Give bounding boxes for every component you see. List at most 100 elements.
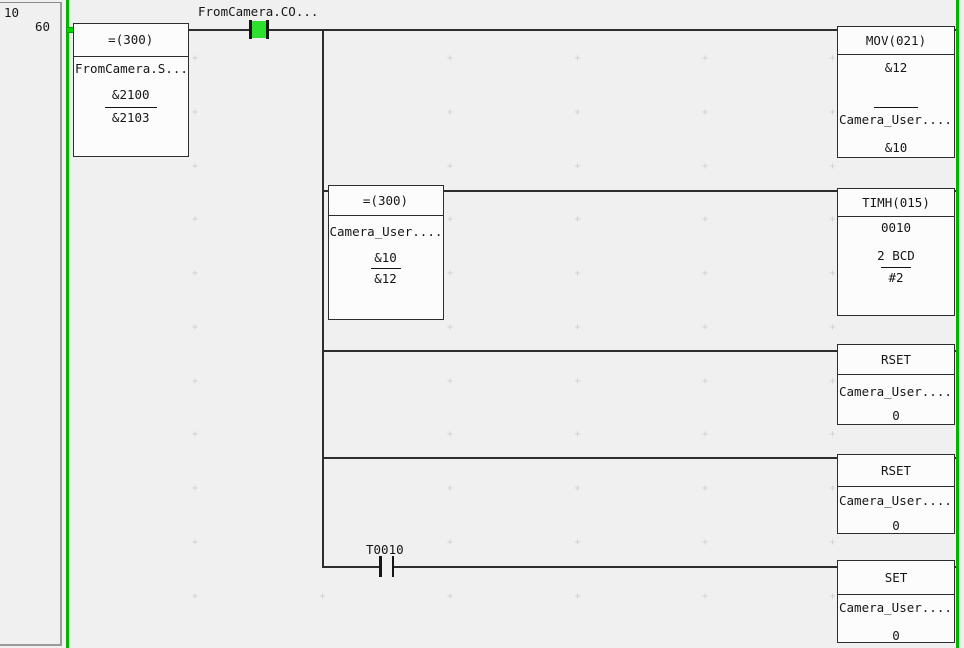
grid-dot: + — [574, 160, 581, 172]
grid-dot: + — [191, 160, 199, 172]
grid-dot: + — [701, 429, 709, 441]
grid-dot: + — [829, 53, 836, 64]
grid-dot: + — [829, 214, 836, 226]
grid-dot: + — [701, 268, 709, 279]
compare-block-1[interactable]: =(300) FromCamera.S... &2100 &2103 — [73, 23, 189, 157]
block-title-bar: RSET — [838, 345, 954, 375]
wire — [321, 565, 381, 568]
grid-dot: + — [829, 536, 836, 548]
grid-dot: + — [701, 214, 709, 226]
grid-dot: + — [829, 429, 836, 441]
timer-current-value: 2 BCD — [877, 248, 915, 263]
instruction-mnemonic: SET — [884, 570, 908, 585]
operand-symbol: Camera_User.... — [839, 493, 952, 508]
grid-dot: + — [701, 375, 709, 387]
left-bus-bar — [66, 0, 69, 648]
grid-dot: + — [701, 483, 709, 494]
block-title-bar: TIMH(015) — [838, 189, 954, 217]
value-divider — [370, 267, 401, 269]
grid-dot: + — [446, 375, 454, 387]
grid-dot: + — [191, 53, 199, 64]
right-bus-bar — [956, 0, 959, 648]
grid-dot: + — [574, 429, 581, 441]
mov-block[interactable]: MOV(021) &12 Camera_User.... &10 — [837, 26, 955, 158]
instruction-mnemonic: RSET — [880, 463, 912, 478]
contact-bar-left — [249, 20, 252, 39]
operand-bit: 0 — [892, 518, 900, 533]
operand-bit: 0 — [892, 628, 900, 643]
operand-symbol: Camera_User.... — [329, 223, 443, 239]
grid-dot: + — [574, 536, 581, 548]
timer-set-value: #2 — [888, 270, 904, 285]
instruction-mnemonic: TIMH(015) — [862, 194, 930, 210]
rset-block-1[interactable]: RSET Camera_User.... 0 — [837, 344, 955, 425]
rung-number: 10 — [4, 5, 20, 20]
step-number: 60 — [34, 19, 50, 34]
timer-number: 0010 — [880, 220, 912, 235]
operand-symbol: Camera_User.... — [839, 112, 952, 127]
set-block[interactable]: SET Camera_User.... 0 — [837, 560, 955, 643]
grid-dot: + — [829, 483, 836, 494]
operand-value: &10 — [884, 140, 908, 155]
wire — [267, 28, 838, 31]
contact-bar-right — [391, 556, 394, 577]
wire — [393, 565, 838, 568]
grid-dot: + — [191, 375, 199, 387]
grid-dot: + — [191, 268, 199, 279]
block-title-bar: =(300) — [74, 24, 188, 57]
grid-dot: + — [701, 53, 709, 64]
grid-dot: + — [574, 53, 581, 64]
grid-dot: + — [191, 590, 199, 602]
operand-symbol: Camera_User.... — [839, 600, 952, 615]
block-title-bar: SET — [838, 561, 954, 595]
grid-dot: + — [319, 590, 326, 602]
compare-block-2[interactable]: =(300) Camera_User.... &10 &12 — [327, 185, 444, 320]
grid-dot: + — [701, 106, 709, 118]
block-title-bar: =(300) — [328, 186, 443, 216]
operand-symbol: FromCamera.S... — [75, 61, 188, 76]
instruction-mnemonic: RSET — [880, 351, 912, 367]
value-divider — [881, 267, 911, 268]
grid-dot: + — [829, 321, 836, 333]
grid-dot: + — [191, 483, 199, 494]
rset-block-2[interactable]: RSET Camera_User.... 0 — [837, 454, 955, 534]
rung-margin-cell[interactable]: 10 60 — [0, 2, 62, 646]
grid-dot: + — [446, 214, 454, 226]
value-divider — [104, 107, 157, 108]
branch-wire-vertical — [321, 28, 324, 568]
grid-dot: + — [701, 536, 709, 548]
grid-dot: + — [446, 429, 454, 441]
grid-dot: + — [574, 321, 581, 333]
wire — [443, 190, 838, 192]
wire — [321, 457, 839, 459]
block-title-bar: MOV(021) — [838, 27, 954, 55]
grid-dot: + — [574, 268, 581, 279]
operand-value: &12 — [884, 60, 908, 75]
grid-dot: + — [574, 375, 581, 387]
operand-value: &10 — [374, 249, 397, 265]
wire — [188, 28, 250, 31]
instruction-mnemonic: MOV(021) — [865, 32, 927, 48]
grid-dot: + — [829, 160, 836, 172]
value-divider — [874, 107, 918, 108]
timh-block[interactable]: TIMH(015) 0010 2 BCD #2 — [837, 188, 955, 316]
contact-label: FromCamera.CO... — [198, 4, 319, 19]
grid-dot: + — [829, 268, 836, 279]
block-title-bar: RSET — [838, 455, 954, 487]
wire — [321, 190, 330, 192]
grid-dot: + — [446, 483, 454, 494]
operand-bit: 0 — [892, 408, 900, 423]
grid-dot: + — [446, 321, 454, 333]
operand-value: &2100 — [111, 87, 150, 102]
grid-dot: + — [701, 321, 709, 333]
grid-dot: + — [829, 106, 836, 118]
wire — [321, 349, 839, 352]
contact-energized-fill — [251, 21, 266, 38]
grid-dot: + — [191, 214, 199, 226]
operand-value: &12 — [374, 270, 397, 286]
grid-dot: + — [191, 536, 199, 548]
grid-dot: + — [829, 590, 836, 602]
grid-dot: + — [574, 106, 581, 118]
grid-dot: + — [701, 590, 709, 602]
